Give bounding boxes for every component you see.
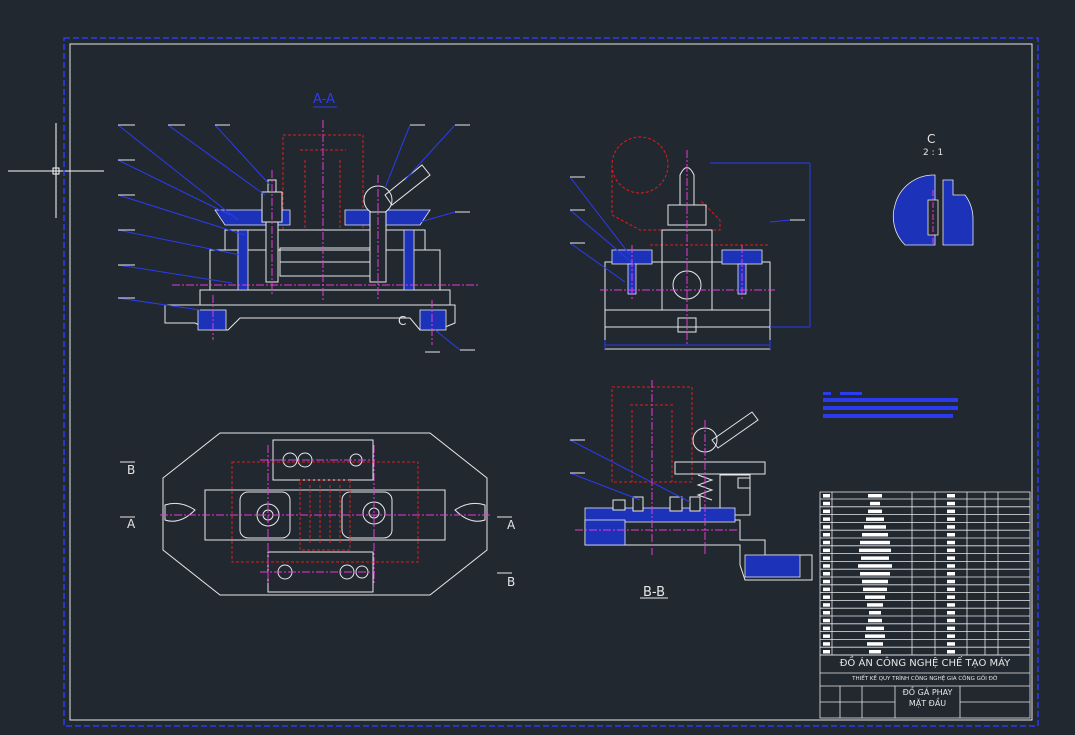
title-block-cell-text — [823, 525, 830, 529]
title-block-cell-text — [947, 650, 955, 654]
title-block-cell-text — [864, 525, 886, 529]
title-block-cell-text — [947, 509, 955, 514]
title-block-cell-text — [866, 517, 884, 521]
title-block-cell-text — [947, 494, 955, 498]
section-aa-view[interactable] — [117, 106, 478, 353]
title-block-cell-text — [947, 540, 955, 545]
title-block-project: ĐỒ ÁN CÔNG NGHỆ CHẾ TẠO MÁY — [839, 658, 1011, 669]
title-block-cell-text — [862, 579, 888, 584]
title-block-cell-text — [823, 494, 830, 498]
title-block-cell-text — [823, 548, 830, 553]
detail-c-title: C — [927, 132, 936, 146]
section-marker-b-top: B — [127, 463, 136, 477]
title-block-cell-text — [858, 564, 892, 568]
plan-view[interactable] — [120, 432, 512, 596]
section-marker-a-left: A — [127, 517, 136, 531]
title-block-cell-text — [865, 634, 885, 638]
title-block-cell-text — [947, 642, 955, 646]
title-block-cell-text — [870, 501, 880, 506]
title-block-cell-text — [947, 595, 955, 599]
section-bb-label: B-B — [643, 585, 666, 600]
title-block-cell-text — [867, 642, 883, 646]
title-block-cell-text — [865, 595, 885, 599]
title-block-cell-text — [823, 611, 830, 615]
drawing-frame — [63, 37, 1039, 727]
title-block-cell-text — [947, 564, 955, 568]
title-block-subtitle: THIẾT KẾ QUY TRÌNH CÔNG NGHỆ GIA CÔNG GỐ… — [852, 676, 998, 682]
title-block-cell-text — [823, 642, 830, 646]
title-block-cell-text — [863, 587, 887, 592]
title-block-cell-text — [869, 611, 881, 615]
title-block-cell-text — [823, 533, 830, 537]
title-block-cell-text — [866, 626, 884, 631]
title-block-cell-text — [947, 603, 955, 607]
detail-c-marker: C — [398, 314, 407, 328]
title-block-cell-text — [823, 603, 830, 607]
crosshair-cursor-icon — [8, 123, 104, 218]
title-block-cell-text — [947, 548, 955, 553]
title-block-cell-text — [867, 603, 883, 607]
title-block-cell-text — [823, 650, 830, 654]
title-block-cell-text — [868, 618, 882, 623]
title-block-cell-text — [861, 556, 889, 560]
title-block-cell-text — [869, 650, 881, 654]
title-block-cell-text — [823, 517, 830, 521]
side-view[interactable] — [569, 136, 811, 350]
title-block-cell-text — [823, 634, 830, 638]
title-block-cell-text — [823, 564, 830, 568]
title-block-cell-text — [947, 611, 955, 615]
detail-c-scale: 2 : 1 — [923, 148, 944, 158]
title-block-cell-text — [947, 587, 955, 592]
title-block-cell-text — [862, 533, 888, 537]
title-block-cell-text — [868, 509, 882, 514]
title-block-drawing-name-2: MẶT ĐẦU — [908, 699, 947, 708]
section-marker-a-right: A — [507, 518, 516, 532]
title-block-cell-text — [947, 525, 955, 529]
section-aa-label: A-A — [313, 92, 335, 107]
title-block-cell-text — [823, 509, 830, 514]
section-bb-view[interactable] — [569, 380, 813, 599]
title-block-text-fills — [823, 494, 955, 654]
technical-notes — [823, 392, 958, 418]
title-block-cell-text — [868, 494, 882, 498]
title-block-cell-text — [823, 572, 830, 576]
title-block-cell-text — [947, 634, 955, 638]
title-block-cell-text — [859, 548, 891, 553]
title-block-cell-text — [823, 556, 830, 560]
title-block-cell-text — [823, 540, 830, 545]
title-block-cell-text — [823, 587, 830, 592]
detail-c-view[interactable] — [892, 174, 974, 246]
title-block-cell-text — [823, 579, 830, 584]
title-block-cell-text — [823, 618, 830, 623]
title-block-cell-text — [947, 533, 955, 537]
title-block-cell-text — [823, 595, 830, 599]
title-block-cell-text — [947, 501, 955, 506]
title-block-cell-text — [860, 572, 890, 576]
title-block-table — [819, 491, 1031, 719]
title-block-cell-text — [947, 517, 955, 521]
title-block-cell-text — [823, 501, 830, 506]
title-block-cell-text — [947, 618, 955, 623]
section-marker-b-bottom: B — [507, 575, 516, 589]
title-block-drawing-name-1: ĐỒ GÁ PHAY — [902, 688, 953, 697]
title-block-cell-text — [860, 540, 890, 545]
title-block-cell-text — [947, 626, 955, 631]
title-block-cell-text — [947, 572, 955, 576]
title-block-cell-text — [947, 579, 955, 584]
title-block-cell-text — [947, 556, 955, 560]
title-block-cell-text — [823, 626, 830, 631]
